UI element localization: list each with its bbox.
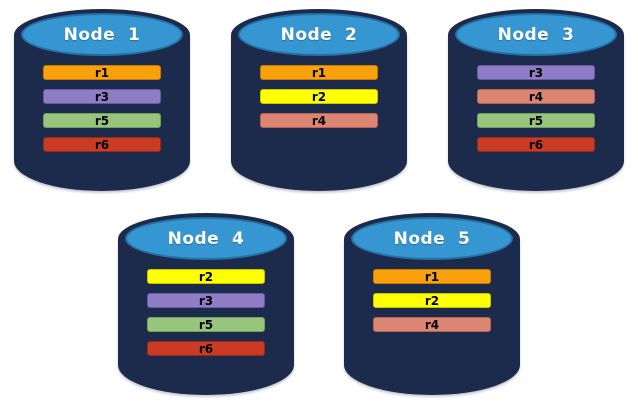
replica-bar-r3: r3 bbox=[477, 65, 595, 80]
cylinder-top-face: Node 2 bbox=[238, 13, 400, 56]
replica-bar-r6: r6 bbox=[477, 137, 595, 152]
replica-bar-r4: r4 bbox=[477, 89, 595, 104]
replica-list: r2 r3 r5 r6 bbox=[147, 269, 265, 356]
replica-bar-r3: r3 bbox=[43, 89, 161, 104]
replica-bar-r4: r4 bbox=[260, 113, 378, 128]
node-label: Node 1 bbox=[63, 24, 141, 45]
replica-bar-r2: r2 bbox=[260, 89, 378, 104]
node-label: Node 5 bbox=[393, 228, 471, 249]
replica-bar-r6: r6 bbox=[43, 137, 161, 152]
replica-bar-r1: r1 bbox=[43, 65, 161, 80]
cylinder-top-face: Node 3 bbox=[455, 13, 617, 56]
replica-bar-r2: r2 bbox=[373, 293, 491, 308]
cylinder-top-rim: Node 4 bbox=[118, 213, 294, 265]
node-label: Node 2 bbox=[280, 24, 358, 45]
replica-bar-r6: r6 bbox=[147, 341, 265, 356]
replica-bar-r1: r1 bbox=[260, 65, 378, 80]
node-label: Node 3 bbox=[497, 24, 575, 45]
node-cylinder-4: Node 4 r2 r3 r5 r6 bbox=[118, 213, 294, 395]
cylinder-top-face: Node 4 bbox=[125, 217, 287, 260]
replica-bar-r5: r5 bbox=[43, 113, 161, 128]
replica-bar-r5: r5 bbox=[147, 317, 265, 332]
replica-list: r3 r4 r5 r6 bbox=[477, 65, 595, 152]
replica-list: r1 r3 r5 r6 bbox=[43, 65, 161, 152]
replica-bar-r1: r1 bbox=[373, 269, 491, 284]
node-cylinder-5: Node 5 r1 r2 r4 bbox=[344, 213, 520, 395]
replica-bar-r2: r2 bbox=[147, 269, 265, 284]
cylinder-top-rim: Node 5 bbox=[344, 213, 520, 265]
node-cylinder-3: Node 3 r3 r4 r5 r6 bbox=[448, 9, 624, 191]
replica-bar-r4: r4 bbox=[373, 317, 491, 332]
replica-bar-r5: r5 bbox=[477, 113, 595, 128]
replica-list: r1 r2 r4 bbox=[373, 269, 491, 332]
cylinder-top-rim: Node 2 bbox=[231, 9, 407, 61]
node-label: Node 4 bbox=[167, 228, 245, 249]
node-row-2: Node 4 r2 r3 r5 r6 Node 5 r1 r2 r4 bbox=[0, 213, 638, 395]
node-cylinder-1: Node 1 r1 r3 r5 r6 bbox=[14, 9, 190, 191]
replica-bar-r3: r3 bbox=[147, 293, 265, 308]
node-cylinder-2: Node 2 r1 r2 r4 bbox=[231, 9, 407, 191]
cylinder-top-face: Node 1 bbox=[21, 13, 183, 56]
cylinder-top-rim: Node 3 bbox=[448, 9, 624, 61]
replica-list: r1 r2 r4 bbox=[260, 65, 378, 128]
cylinder-top-rim: Node 1 bbox=[14, 9, 190, 61]
cylinder-top-face: Node 5 bbox=[351, 217, 513, 260]
